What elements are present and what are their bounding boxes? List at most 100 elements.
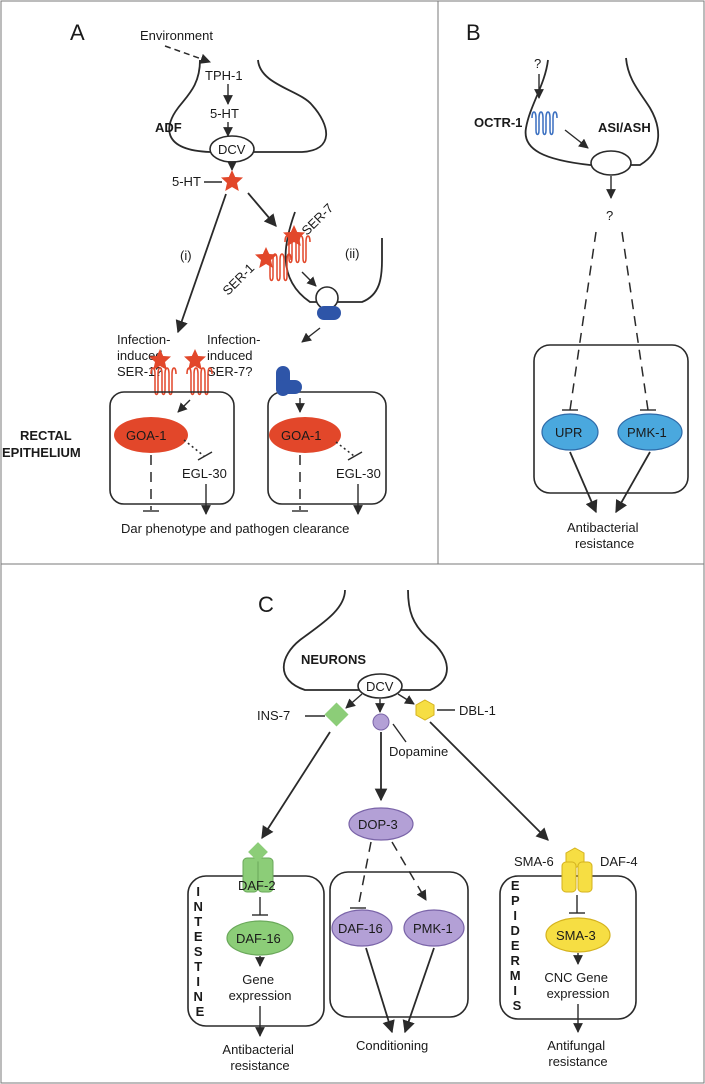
sma3-label: SMA-3 xyxy=(556,928,596,943)
pmk1-mid-node xyxy=(403,909,465,947)
gene-expression-label: Gene expression xyxy=(229,972,292,1003)
asi-ash-neuron-outline xyxy=(524,57,660,166)
conditioning-cell xyxy=(329,871,469,1018)
octr1-to-vesicle-arrow xyxy=(564,129,589,149)
panel-c-frame xyxy=(0,563,705,1084)
infection-receptor-right-icon xyxy=(186,367,213,396)
path-i-label: (i) xyxy=(180,248,192,263)
asi-ash-vesicle xyxy=(590,150,632,176)
upr-label: UPR xyxy=(555,425,582,440)
daf4-receptor-icon xyxy=(577,861,593,893)
g-protein-blob-icon xyxy=(317,306,341,320)
neurons-dcv xyxy=(357,673,403,699)
antibacterial-resistance-c: Antibacterial resistance xyxy=(222,1042,297,1073)
dop3-label: DOP-3 xyxy=(358,817,398,832)
dcv-to-dbl1-arrow xyxy=(397,693,415,705)
antifungal-resistance-label: Antifungal resistance xyxy=(547,1038,608,1069)
ins7-to-daf2-arrow xyxy=(261,731,331,840)
daf16-left-label: DAF-16 xyxy=(236,931,281,946)
octr1-label: OCTR-1 xyxy=(474,115,522,130)
egl30-left-label: EGL-30 xyxy=(182,466,227,481)
serotonin-star-icon xyxy=(221,170,243,191)
pmk1-resistance-arrow xyxy=(615,451,651,514)
g-protein-to-cell-arrow xyxy=(301,327,321,343)
dop3-pmk1-arrow xyxy=(391,841,427,901)
panel-b-letter: B xyxy=(466,20,481,45)
asi-ash-label: ASI/ASH xyxy=(598,120,651,135)
rectal-cell-right xyxy=(267,391,387,505)
environment-label: Environment xyxy=(140,28,213,43)
goa1-egl30-left-inhibit xyxy=(183,439,205,457)
asi-ash-target-cell xyxy=(533,344,689,494)
serotonin-release-label: 5-HT xyxy=(172,174,201,189)
pmk1-label: PMK-1 xyxy=(627,425,667,440)
sma6-receptor-icon xyxy=(561,861,577,893)
path-ii-arrow xyxy=(247,192,277,227)
ser7-label: SER-7 xyxy=(299,200,337,238)
antibacterial-resistance-b: Antibacterial resistance xyxy=(567,520,642,551)
neurons-outline xyxy=(282,589,448,691)
membrane-g-protein-cap-icon xyxy=(276,380,302,394)
upr-node xyxy=(541,413,599,451)
neurons-label: NEURONS xyxy=(301,652,366,667)
panel-c-letter: C xyxy=(258,592,274,617)
goa1-egl30-left-bar xyxy=(197,451,213,461)
ins7-label: INS-7 xyxy=(257,708,290,723)
daf2-label: DAF-2 xyxy=(238,878,276,893)
panel-a-letter: A xyxy=(70,20,85,45)
adf-label: ADF xyxy=(155,120,182,135)
ins7-diamond-icon xyxy=(324,702,349,727)
postsynaptic-vesicle xyxy=(315,286,339,310)
infection-receptor-left-icon xyxy=(150,367,177,396)
ser1-label: SER-1 xyxy=(220,260,258,298)
sma3-node xyxy=(545,917,611,953)
egl30-right-label: EGL-30 xyxy=(336,466,381,481)
cnc-expression-label: CNC Gene expression xyxy=(544,970,611,1001)
goa1-egl30-right-inhibit xyxy=(335,441,355,457)
pmk1-mid-label: PMK-1 xyxy=(413,921,453,936)
path-i-arrow xyxy=(175,193,227,334)
ligand-unknown-label: ? xyxy=(534,56,541,71)
unknown-pmk1-inhibit xyxy=(621,231,649,411)
pmk1-node xyxy=(617,413,683,451)
infection-ser1-label: Infection- induced SER-1? xyxy=(117,332,174,379)
dcv-to-ins7-arrow xyxy=(345,693,363,709)
dopamine-tick xyxy=(392,723,407,743)
daf16-mid-label: DAF-16 xyxy=(338,921,383,936)
path-ii-label: (ii) xyxy=(345,246,359,261)
goa1-right-node xyxy=(269,417,341,453)
daf16-conditioning-arrow xyxy=(365,947,395,1034)
dopamine-label: Dopamine xyxy=(389,744,448,759)
environment-arrow xyxy=(164,45,211,64)
unknown-upr-inhibit xyxy=(569,231,597,411)
daf16-left-node xyxy=(226,920,294,956)
dbl1-label: DBL-1 xyxy=(459,703,496,718)
octr1-receptor-icon xyxy=(531,111,558,136)
adf-neuron-outline xyxy=(168,59,328,153)
daf2-receptor-right-icon xyxy=(257,857,274,893)
signal-unknown-label: ? xyxy=(606,208,613,223)
dop3-daf16-inhibit xyxy=(357,841,372,909)
goa1-right-label: GOA-1 xyxy=(281,428,321,443)
conditioning-label: Conditioning xyxy=(356,1038,428,1053)
ser-to-vesicle-arrow xyxy=(301,271,317,287)
dcv-label: DCV xyxy=(218,142,246,157)
dar-outcome-label: Dar phenotype and pathogen clearance xyxy=(121,521,349,536)
goa1-left-node xyxy=(114,417,188,453)
tph1-label: TPH-1 xyxy=(205,68,243,83)
infection-star-right-icon xyxy=(184,349,206,370)
goa1-egl30-right-bar xyxy=(347,451,363,461)
infection-ser7-label: Infection- induced SER-7? xyxy=(207,332,264,379)
postsynaptic-neuron-outline xyxy=(284,211,383,303)
intestine-vertical-label: I N T E S T I N E xyxy=(193,884,206,1019)
upr-resistance-arrow xyxy=(569,451,598,514)
neurons-dcv-label: DCV xyxy=(366,679,394,694)
dopamine-circle-icon xyxy=(372,713,390,731)
daf4-label: DAF-4 xyxy=(600,854,638,869)
serotonin-synthesis-label: 5-HT xyxy=(210,106,239,121)
sma6-label: SMA-6 xyxy=(514,854,554,869)
daf16-mid-node xyxy=(331,909,393,947)
epidermis-vertical-label: E P I D E R M I S xyxy=(510,878,524,1013)
dbl1-hexagon-icon xyxy=(415,699,435,721)
